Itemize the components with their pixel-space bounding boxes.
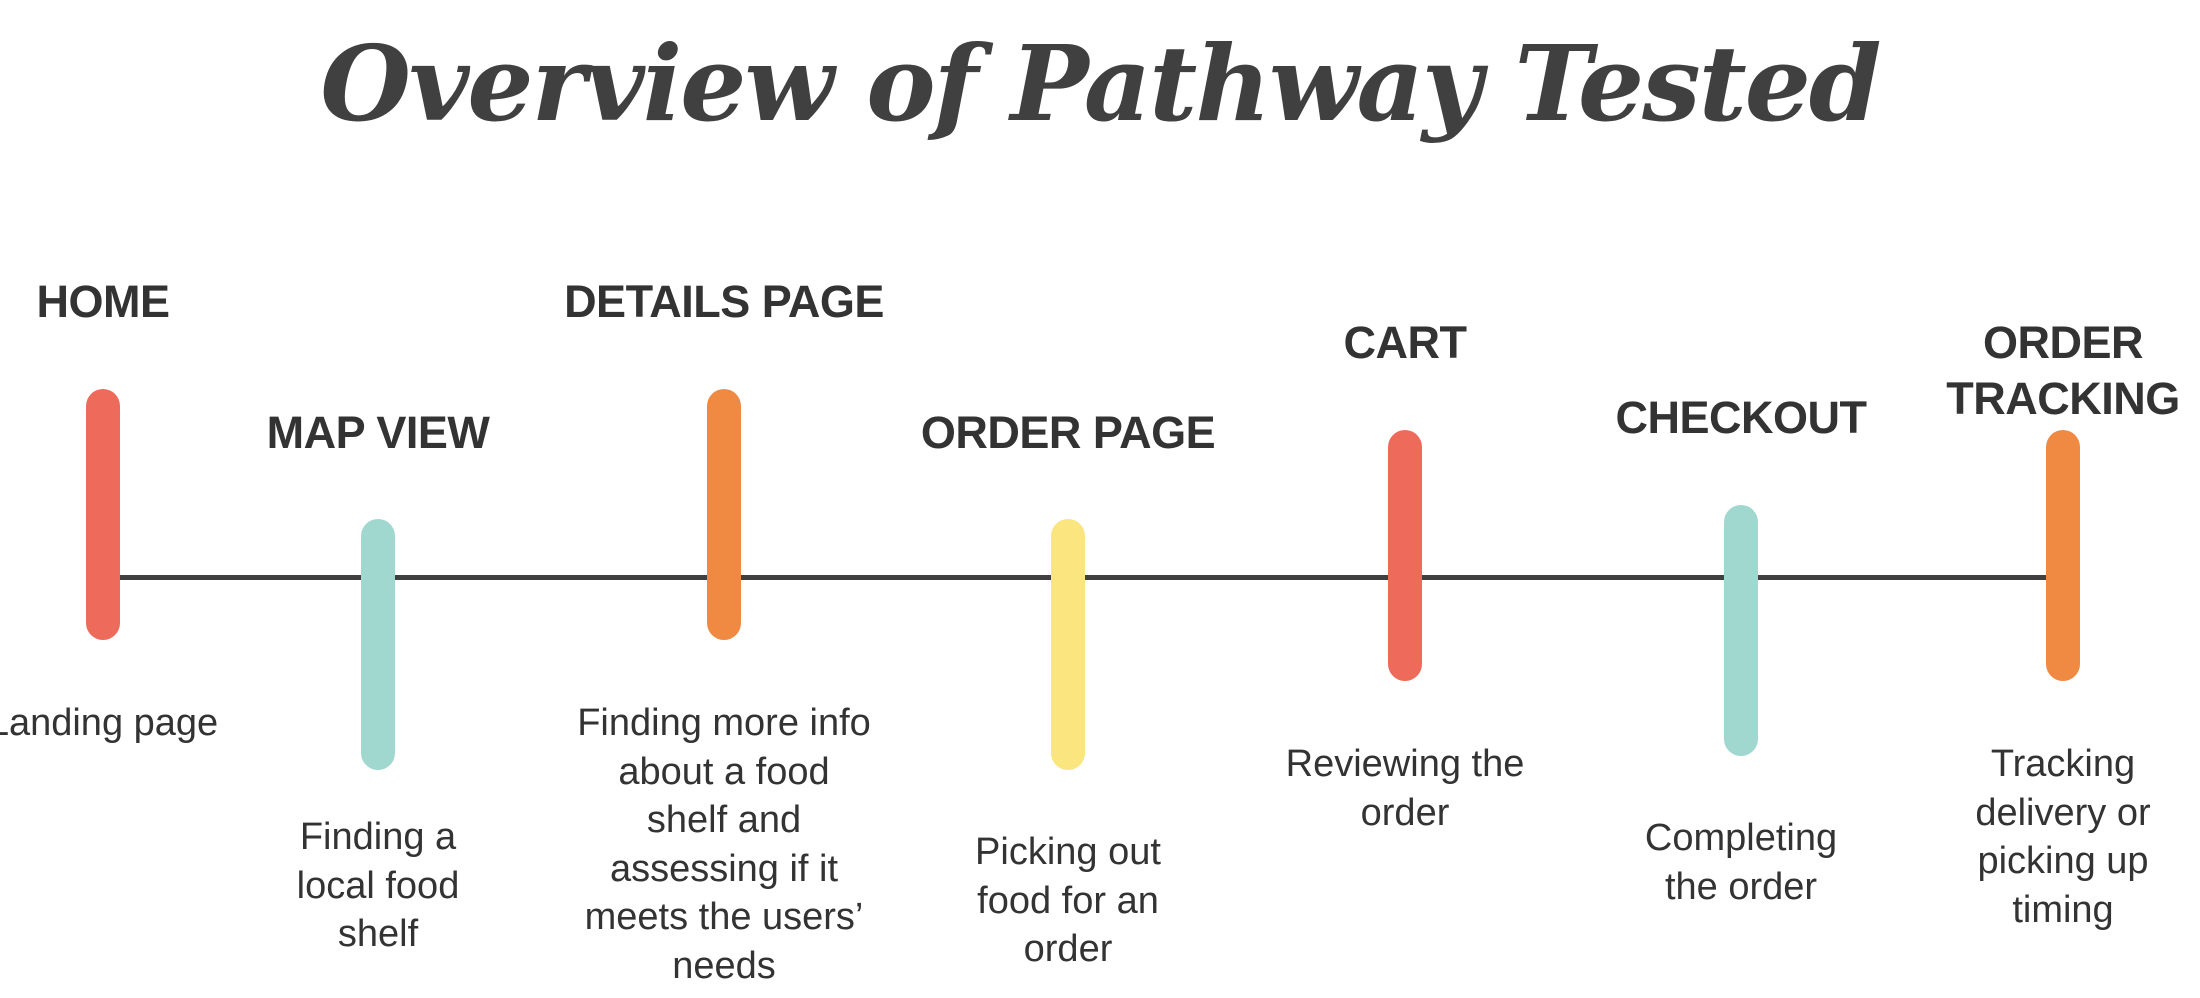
stage-marker-checkout <box>1724 505 1758 756</box>
stage-label-cart: CART <box>1343 317 1467 368</box>
stage-label-details-page: DETAILS PAGE <box>564 276 884 327</box>
stage-description-checkout: Completing the order <box>1644 817 1838 908</box>
stage-marker-cart <box>1388 430 1422 681</box>
stage-description-home: Landing page <box>0 702 219 744</box>
stage-description-map-view: Finding a local food shelf <box>296 816 460 955</box>
stage-marker-map-view <box>361 519 395 770</box>
stage-description-order-tracking: Tracking delivery or picking up timing <box>1975 743 2151 931</box>
stage-label-order-tracking: ORDER TRACKING <box>1946 317 2180 424</box>
stage-description-details-page: Finding more info about a food shelf and… <box>577 702 871 987</box>
stage-marker-home <box>86 389 120 640</box>
stage-label-order-page: ORDER PAGE <box>920 407 1216 458</box>
stage-marker-order-page <box>1051 519 1085 770</box>
stage-label-home: HOME <box>36 276 171 327</box>
stage-label-map-view: MAP VIEW <box>266 407 490 458</box>
page-title: Overview of Pathway Tested <box>320 22 1881 145</box>
stage-label-checkout: CHECKOUT <box>1615 392 1868 443</box>
stage-marker-details-page <box>707 389 741 640</box>
stage-marker-order-tracking <box>2046 430 2080 681</box>
stage-description-order-page: Picking out food for an order <box>975 831 1161 970</box>
stage-description-cart: Reviewing the order <box>1285 743 1525 834</box>
